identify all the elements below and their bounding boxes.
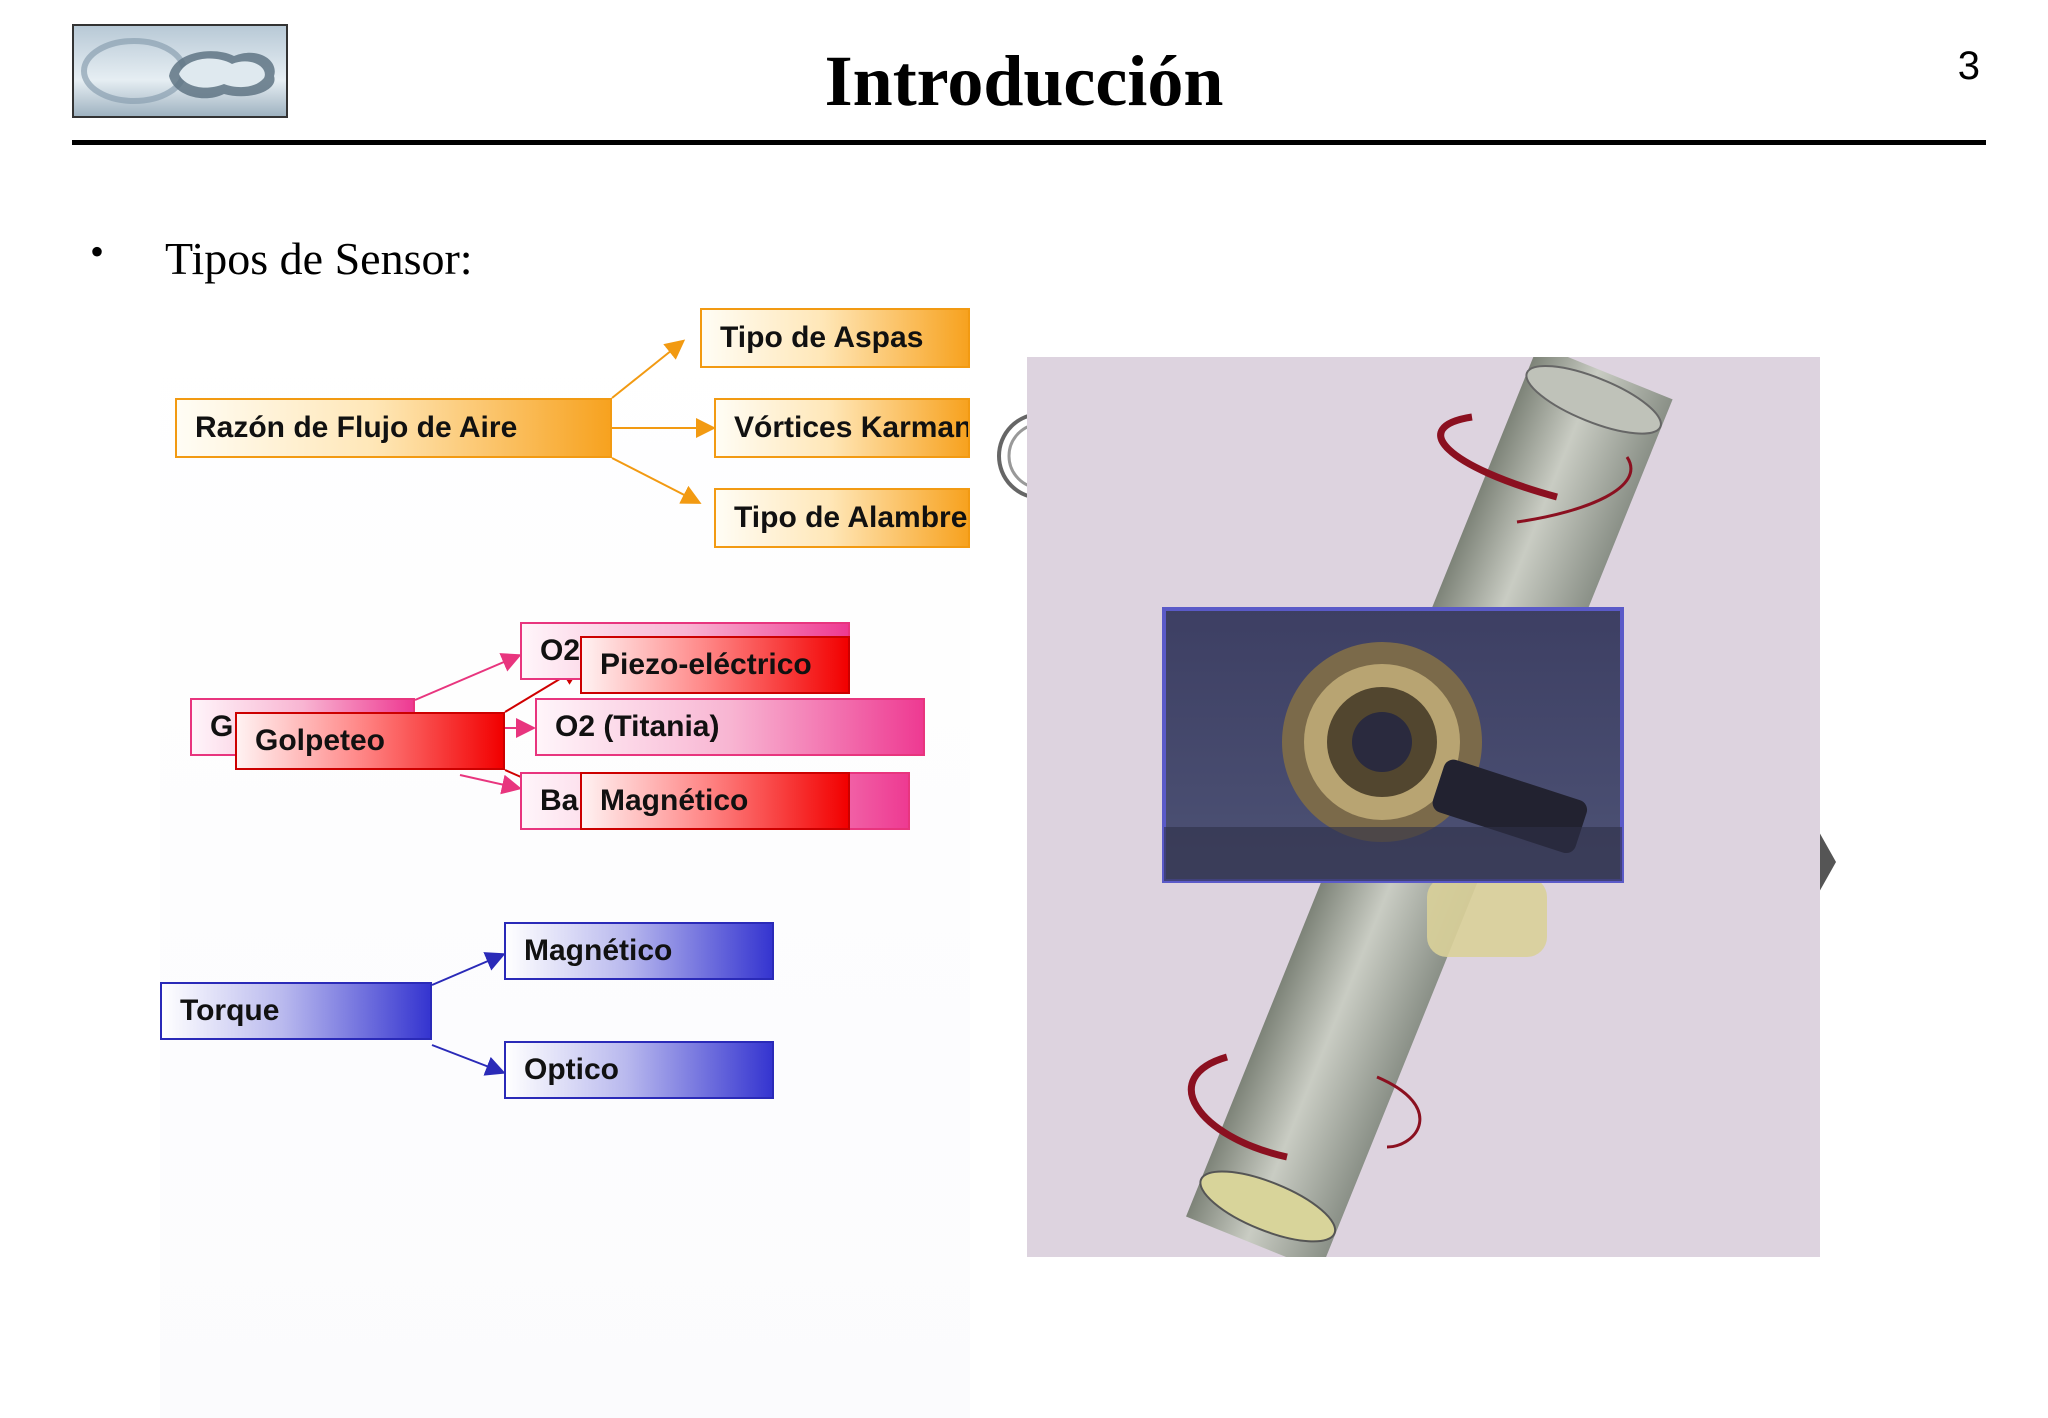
- bullet-icon: •: [90, 229, 105, 274]
- box-vortices-karman: Vórtices Karman: [714, 398, 970, 458]
- diagram-panel: [160, 305, 970, 1418]
- logo: [72, 24, 288, 118]
- page-number: 3: [1957, 44, 1980, 88]
- box-tipo-aspas: Tipo de Aspas: [700, 308, 970, 368]
- box-optico: Optico: [504, 1041, 774, 1099]
- box-torque-root: Torque: [160, 982, 432, 1040]
- box-knock-magnetico: Magnético: [580, 772, 850, 830]
- arrow-right-icon: [1818, 830, 1838, 894]
- box-airflow-root: Razón de Flujo de Aire: [175, 398, 612, 458]
- box-torque-magnetico: Magnético: [504, 922, 774, 980]
- box-o2-titania: O2 (Titania): [535, 698, 925, 756]
- logo-graphic: [81, 38, 275, 104]
- torque-shaft-photo: [1027, 357, 1820, 1257]
- bullet-text: Tipos de Sensor:: [165, 233, 473, 284]
- header-divider: [72, 140, 1986, 145]
- page-title: Introducción: [824, 41, 1224, 121]
- box-knock-root: Golpeteo: [235, 712, 505, 770]
- box-tipo-alambre: Tipo de Alambre: [714, 488, 970, 548]
- box-piezo-electrico: Piezo-eléctrico: [580, 636, 850, 694]
